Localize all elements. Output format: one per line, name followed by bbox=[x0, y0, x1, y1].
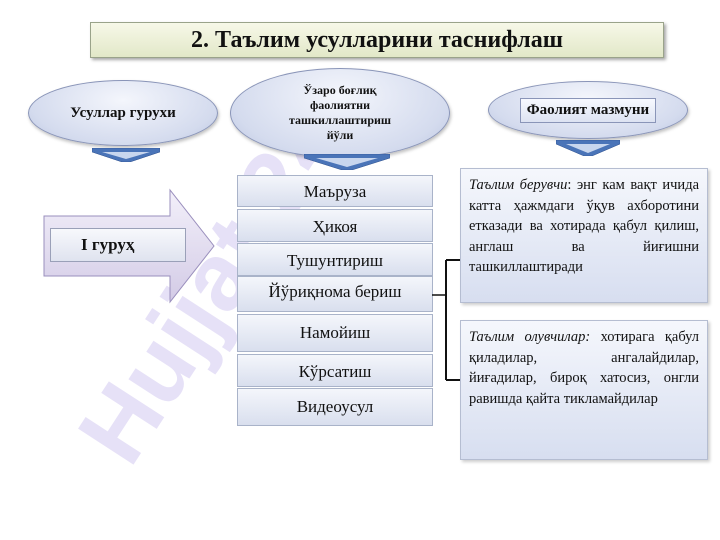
header-organization: Ўзаро боғлиқ фаолиятни ташкиллаштириш йў… bbox=[230, 68, 450, 158]
header-content: Фаолият мазмуни bbox=[488, 81, 688, 139]
teacher-term: Таълим берувчи bbox=[469, 177, 568, 193]
learner-term: Таълим олувчилар: bbox=[469, 329, 591, 345]
method-item: Намойиш bbox=[237, 314, 433, 352]
teacher-text: : энг кам вақт ичида катта ҳажмдаги ўқув… bbox=[469, 177, 700, 275]
chevron-down-icon bbox=[556, 140, 620, 156]
method-item: Кўрсатиш bbox=[237, 354, 433, 387]
chevron-down-icon bbox=[92, 148, 160, 162]
learner-text: хотирага қабул қиладилар, ангалайдилар, … bbox=[469, 329, 699, 407]
method-item: Тушунтириш bbox=[237, 243, 433, 276]
connector-bracket bbox=[432, 259, 462, 381]
chevron-down-icon bbox=[304, 154, 390, 170]
group-label: I гуруҳ bbox=[50, 228, 186, 262]
teacher-description: Таълим берувчи: энг кам вақт ичида катта… bbox=[460, 168, 708, 303]
header-group-label: Усуллар гурухи bbox=[70, 104, 176, 121]
header-content-label: Фаолият мазмуни bbox=[519, 97, 657, 123]
method-item: Маъруза bbox=[237, 175, 433, 207]
page-title: 2. Таълим усулларини таснифлаш bbox=[90, 22, 664, 58]
header-group: Усуллар гурухи bbox=[28, 80, 218, 146]
method-item: Ҳикоя bbox=[237, 209, 433, 242]
method-item: Видеоусул bbox=[237, 388, 433, 426]
learner-description: Таълим олувчилар: хотирага қабул қиладил… bbox=[460, 320, 708, 460]
method-item: Йўриқнома бериш bbox=[237, 276, 433, 312]
header-organization-label: Ўзаро боғлиқ фаолиятни ташкиллаштириш йў… bbox=[288, 83, 392, 142]
